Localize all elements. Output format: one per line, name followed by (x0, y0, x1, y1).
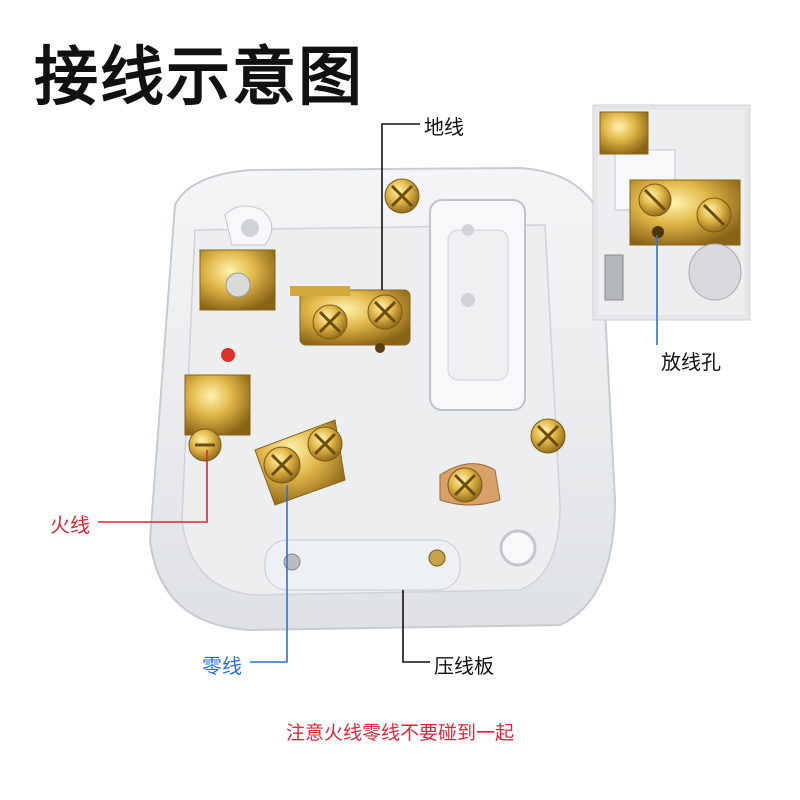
clamp-leader (402, 590, 430, 663)
live-leader (98, 450, 208, 523)
fuse-holder (429, 199, 526, 411)
warning-note: 注意火线零线不要碰到一起 (285, 722, 514, 744)
neutral-terminal (254, 419, 346, 506)
earth-screw (384, 178, 420, 214)
label-earth: 地线 (424, 115, 464, 139)
earth-leader (381, 123, 420, 290)
label-insert-hole: 放线孔 (661, 350, 721, 374)
earth-terminal (290, 286, 411, 353)
fuse-clip-screws (439, 418, 566, 506)
cord-clamp-plate (264, 529, 537, 591)
label-live: 火线 (50, 513, 90, 537)
inset-photo (592, 104, 751, 321)
label-clamp: 压线板 (434, 654, 494, 678)
label-neutral: 零线 (202, 654, 242, 678)
page-title: 接线示意图 (34, 41, 364, 115)
live-pin-block (184, 249, 276, 462)
neutral-leader (250, 485, 288, 663)
